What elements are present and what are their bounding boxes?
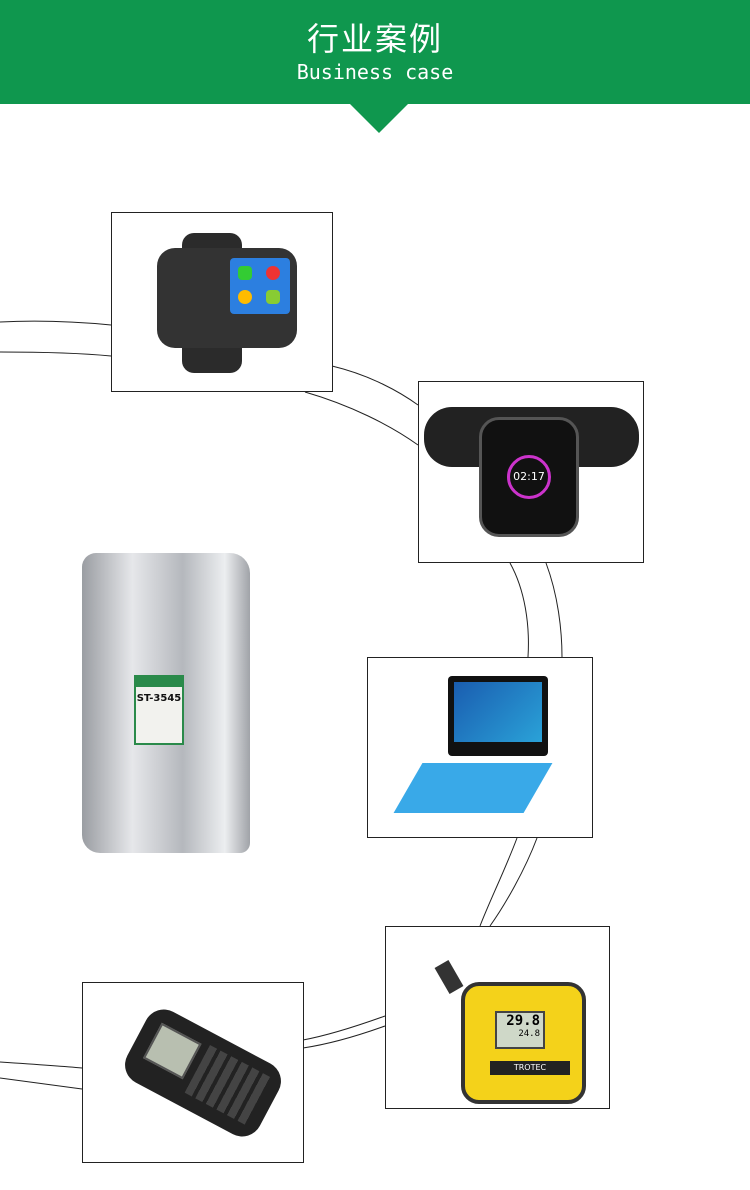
pouch-label: ST-3545 [134,675,184,745]
case-smartwatch-square: 02:17 [418,381,644,563]
header-arrow [350,104,408,133]
reading-bottom: 24.8 [518,1029,540,1039]
lcd-display: 29.8 24.8 [495,1011,545,1049]
watch-body: 02:17 [479,417,579,537]
case-sealant-pouch: ST-3545 [82,553,250,853]
brand-label: TROTEC [490,1061,570,1075]
scanner-screen [142,1022,202,1080]
header-banner: 行业案例 Business case [0,0,750,104]
scanner-keypad [184,1044,272,1126]
device-body: 29.8 24.8 TROTEC [461,982,586,1104]
scanner-body [118,1002,288,1144]
tablet-body [448,676,548,756]
tablet-keyboard [393,763,553,813]
tablet-screen [454,682,542,742]
sensor-probe [434,960,464,994]
page-title: 行业案例 [306,20,443,58]
reading-top: 29.8 [506,1013,540,1029]
watch-time: 02:17 [507,455,551,499]
watch-screen [230,258,290,314]
product-code: ST-3545 [136,693,182,704]
page-subtitle: Business case [296,60,454,84]
case-handheld-scanner [82,982,304,1163]
case-thermo-hygrometer: 29.8 24.8 TROTEC [385,926,610,1109]
case-smartwatch-android [111,212,333,392]
case-tablet [367,657,593,838]
